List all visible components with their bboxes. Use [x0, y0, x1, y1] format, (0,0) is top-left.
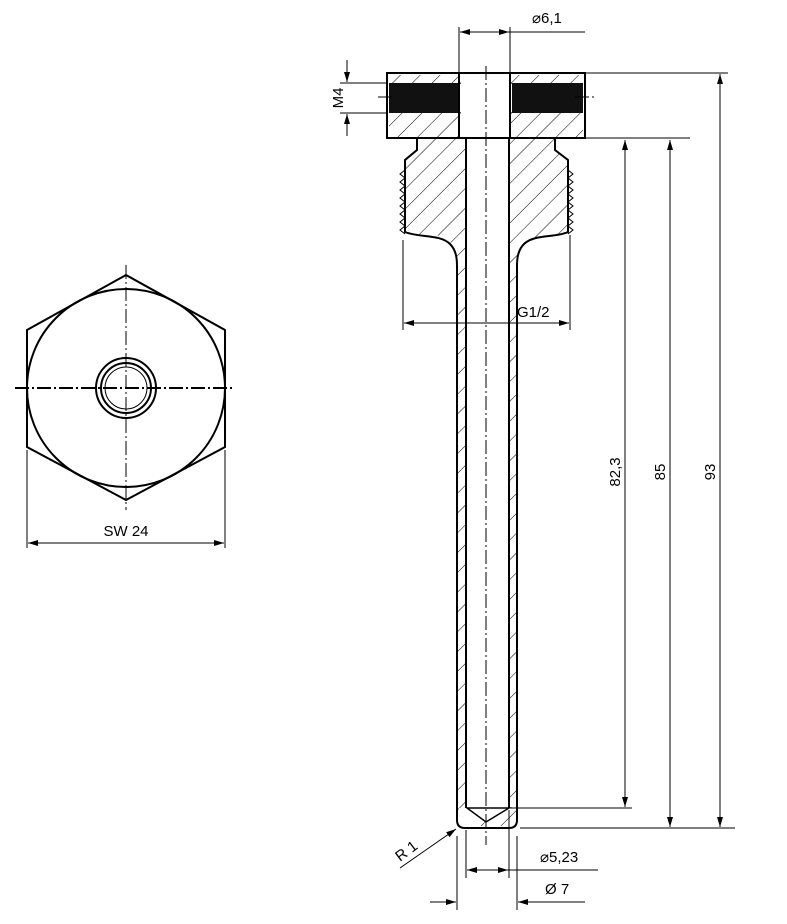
g12-label: G1/2 — [517, 304, 550, 321]
inner-length-label: 82,3 — [607, 457, 624, 486]
bore-diameter-label: ⌀6,1 — [532, 10, 562, 27]
bore-head — [461, 75, 509, 138]
hexagon-outline — [26, 273, 226, 502]
tip-radius-label: R 1 — [392, 838, 421, 866]
hex-top-view: SW 24 — [15, 265, 235, 548]
thread-teeth-left — [399, 169, 406, 235]
radius-leader — [399, 828, 457, 869]
section-view: ⌀6,1 M4 G1/2 82,3 85 93 R 1 ⌀5,23 — [330, 10, 735, 910]
bore-tube — [467, 138, 509, 808]
thread-teeth-right — [567, 169, 574, 235]
sw-dimension-label: SW 24 — [103, 523, 148, 540]
bore-cone-tip — [464, 807, 512, 823]
m4-label: M4 — [330, 88, 347, 109]
inner-diameter-label: ⌀5,23 — [540, 849, 578, 866]
thread-to-tip-label: 85 — [652, 464, 669, 481]
m4-thread-right — [510, 83, 583, 113]
outer-diameter-label: Ø 7 — [545, 881, 569, 898]
m4-thread-left — [389, 83, 461, 113]
total-length-label: 93 — [702, 464, 719, 481]
body-outline — [404, 138, 569, 829]
